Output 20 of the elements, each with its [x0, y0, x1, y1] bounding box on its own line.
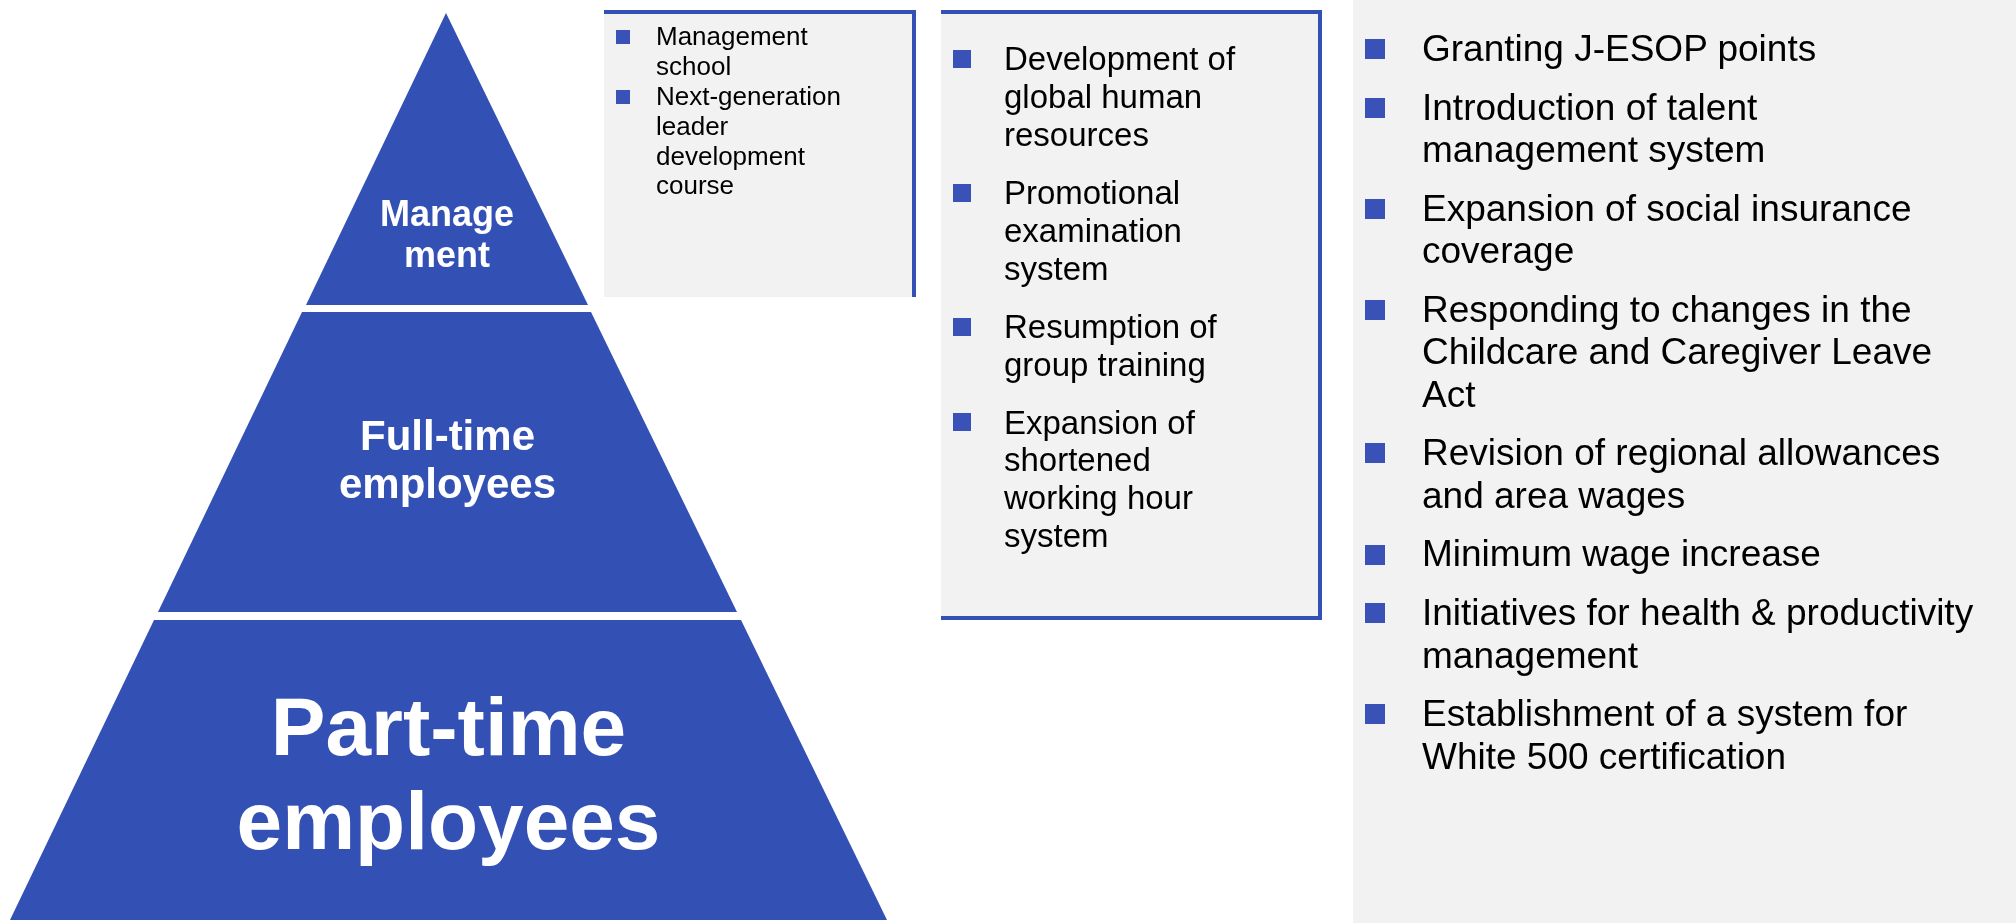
bullet-text: Next-generation leader development course: [656, 81, 842, 202]
bullet-text: Granting J-ESOP points: [1422, 28, 1817, 71]
text-panel: [941, 10, 1322, 620]
bullet-text: Expansion of social insurance coverage: [1422, 187, 1913, 273]
text-panel: [604, 10, 916, 297]
bullet-text: Introduction of talent management system: [1422, 86, 1767, 172]
tier-label: Full-time employees: [337, 412, 558, 509]
tier-label: Part-time employees: [235, 680, 662, 869]
bullet-text: Development of global human resources: [1004, 40, 1237, 154]
bullet-text: Establishment of a system for White 500 certification: [1422, 693, 1909, 779]
bullet-text: Responding to changes in the Childcare and Caregiver Leave Act: [1422, 288, 1934, 417]
bullet-text: Initiatives for health & productivity management: [1422, 592, 1975, 678]
tier-label: Manage ment: [378, 193, 515, 276]
bullet-text: Promotional examination system: [1004, 173, 1183, 288]
bullet-text: Management school: [656, 22, 809, 82]
text-panel: [1353, 0, 2016, 923]
bullet-text: Revision of regional allowances and area wages: [1422, 432, 1942, 518]
bullet-text: Expansion of shortened working hour system: [1004, 403, 1196, 556]
bullet-text: Resumption of group training: [1004, 307, 1218, 384]
bullet-text: Minimum wage increase: [1422, 533, 1821, 576]
